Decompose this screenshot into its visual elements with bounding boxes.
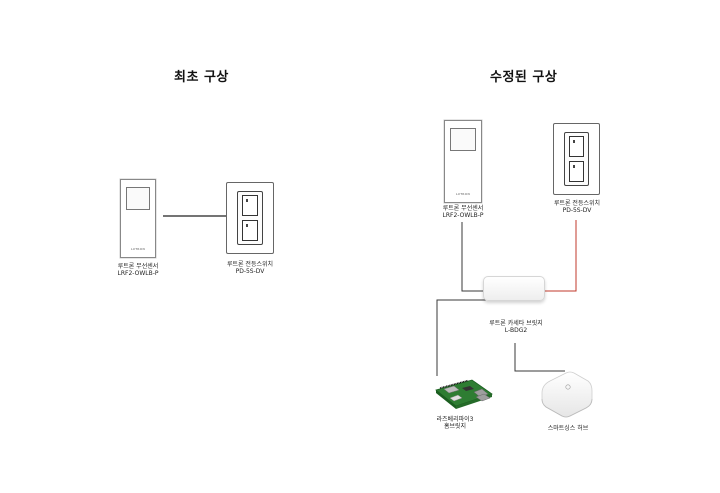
pi-caption-line1: 라즈베리파이3 <box>436 416 474 423</box>
right-switch-caption: 루트론 전등스위치 PD-5S-DV <box>545 200 609 214</box>
switch-plate <box>564 132 589 186</box>
bridge-caption: 루트론 카세타 브릿지 L-BDG2 <box>480 320 552 334</box>
left-light-switch <box>226 182 274 254</box>
right-sensor-caption: 루트론 무선센서 LRF2-OWLB-P <box>433 205 493 219</box>
left-motion-sensor: LUTRON <box>120 179 156 258</box>
right-motion-sensor: LUTRON <box>444 120 482 203</box>
caseta-bridge <box>483 276 545 301</box>
switch-led <box>573 140 575 144</box>
right-switch-caption-line2: PD-5S-DV <box>562 207 592 214</box>
switch-led <box>246 199 248 203</box>
switch-plate <box>237 191 263 245</box>
left-switch-caption-line1: 루트론 전등스위치 <box>226 261 274 268</box>
switch-led <box>246 224 248 228</box>
left-switch-caption-line2: PD-5S-DV <box>235 268 265 275</box>
pi-caption: 라즈베리파이3 홈브릿지 <box>427 416 483 430</box>
hub-caption: 스마트싱스 허브 <box>540 425 596 432</box>
bridge-hub-wire <box>514 343 565 372</box>
bridge-caption-line2: L-BDG2 <box>504 327 528 334</box>
pi-caption-line2: 홈브릿지 <box>443 423 467 430</box>
right-switch-caption-line1: 루트론 전등스위치 <box>553 200 601 207</box>
left-sensor-caption-line1: 루트론 무선센서 <box>117 263 159 270</box>
right-light-switch <box>553 123 600 195</box>
right-diagram-title: 수정된 구상 <box>490 70 558 85</box>
switch-rocker-top <box>242 195 258 216</box>
sensor-bridge-wire <box>461 222 483 292</box>
hub-caption-line1: 스마트싱스 허브 <box>547 425 589 432</box>
switch-rocker-top <box>569 136 584 157</box>
sensor-logo: LUTRON <box>130 247 146 251</box>
switch-rocker-bottom <box>242 220 258 241</box>
sensor-lens <box>450 128 476 151</box>
sensor-lens <box>126 187 150 210</box>
left-sensor-caption: 루트론 무선센서 LRF2-OWLB-P <box>107 263 169 277</box>
raspberry-pi-board <box>435 379 493 409</box>
switch-led <box>573 165 575 169</box>
smartthings-hub <box>541 371 593 418</box>
right-sensor-caption-line2: LRF2-OWLB-P <box>442 212 484 219</box>
sensor-logo: LUTRON <box>455 192 471 196</box>
left-sensor-caption-line2: LRF2-OWLB-P <box>117 270 159 277</box>
bridge-caption-line1: 루트론 카세타 브릿지 <box>489 320 543 327</box>
left-switch-caption: 루트론 전등스위치 PD-5S-DV <box>218 261 282 275</box>
left-diagram-title: 최초 구상 <box>174 70 229 85</box>
switch-bridge-wire <box>545 220 577 292</box>
bridge-pi-wire <box>436 299 488 376</box>
right-sensor-caption-line1: 루트론 무선센서 <box>442 205 484 212</box>
switch-rocker-bottom <box>569 161 584 182</box>
